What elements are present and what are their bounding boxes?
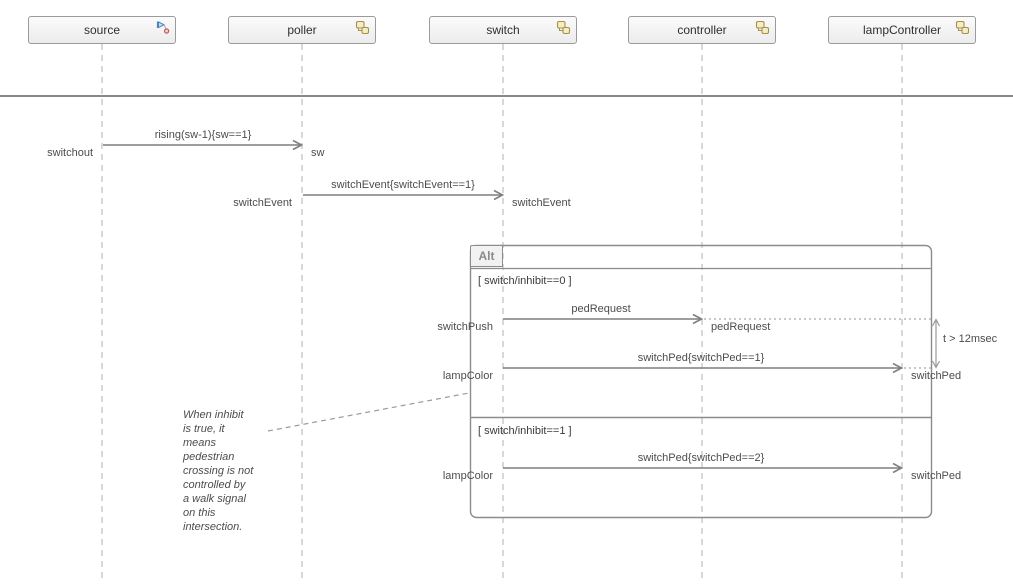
alt-operator-tab: Alt: [470, 245, 503, 267]
annotation-note[interactable]: When inhibit is true, it means pedestria…: [183, 409, 254, 533]
component-icon: [955, 20, 970, 35]
lifeline-name: lampController: [862, 23, 942, 37]
message-arrow-rising[interactable]: [103, 139, 304, 151]
alt-guard-condition-2: [ switch/inhibit==1 ]: [478, 425, 572, 437]
to-port-label: sw: [311, 147, 325, 159]
message-label[interactable]: rising(sw-1){sw==1}: [154, 129, 252, 141]
alt-guard-condition-1: [ switch/inhibit==0 ]: [478, 275, 572, 287]
signal-source-icon: [156, 21, 170, 34]
to-port-label: pedRequest: [711, 321, 771, 333]
to-port-label: switchPed: [911, 370, 962, 382]
from-port-label: switchout: [47, 147, 93, 159]
lifeline-header-controller[interactable]: controller: [628, 16, 776, 44]
duration-constraint-marker: [704, 318, 941, 369]
lifeline-name: controller: [677, 23, 727, 37]
lifeline-header-switch[interactable]: switch: [429, 16, 577, 44]
from-port-label: lampColor: [442, 370, 493, 382]
message-arrow-pedrequest[interactable]: [503, 313, 704, 325]
lifeline-header-source[interactable]: source: [28, 16, 176, 44]
message-label[interactable]: switchPed{switchPed==2}: [637, 452, 765, 464]
lifeline-name: source: [83, 23, 121, 37]
from-port-label: switchPush: [437, 321, 493, 333]
to-port-label: switchPed: [911, 470, 962, 482]
lifeline-header-poller[interactable]: poller: [228, 16, 376, 44]
duration-constraint-label: t > 12msec: [943, 333, 998, 345]
component-icon: [556, 20, 571, 35]
message-arrow-switchped1[interactable]: [503, 362, 904, 374]
alt-fragment-frame: [469, 244, 933, 519]
to-port-label: switchEvent: [512, 197, 571, 209]
message-label[interactable]: pedRequest: [571, 303, 631, 315]
lifeline-header-lampcontroller[interactable]: lampController: [828, 16, 976, 44]
component-icon: [355, 20, 370, 35]
component-icon: [755, 20, 770, 35]
message-arrow-switchped2[interactable]: [503, 462, 904, 474]
message-arrow-switchevent[interactable]: [303, 189, 505, 201]
message-label[interactable]: switchEvent{switchEvent==1}: [331, 179, 475, 191]
lifeline-name: poller: [287, 23, 317, 37]
from-port-label: lampColor: [442, 470, 493, 482]
message-label[interactable]: switchPed{switchPed==1}: [637, 352, 765, 364]
note-connector-line: [267, 392, 470, 432]
lifeline-name: switch: [486, 23, 520, 37]
from-port-label: switchEvent: [233, 197, 292, 209]
